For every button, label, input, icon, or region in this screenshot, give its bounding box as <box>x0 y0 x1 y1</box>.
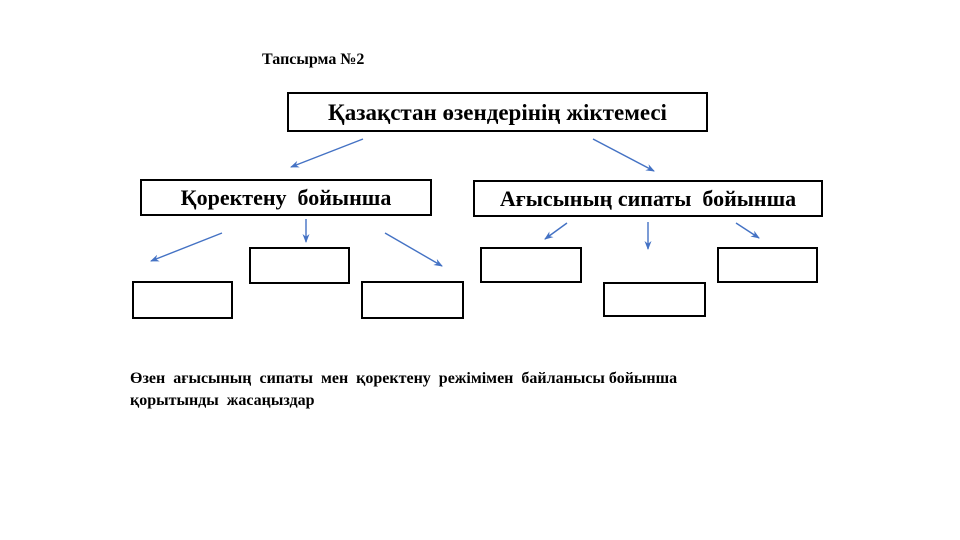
answer-box-feeding-1[interactable] <box>132 281 233 319</box>
node-branch-flow-character-label: Ағысының сипаты бойынша <box>499 185 797 211</box>
arrow-feeding-to-slot-1 <box>150 232 223 262</box>
instruction-line-1: Өзен ағысының сипаты мен қоректену режім… <box>130 370 678 387</box>
task-heading: Тапсырма №2 <box>262 51 365 68</box>
node-root-label: Қазақстан өзендерінің жіктемесі <box>328 99 667 125</box>
answer-box-flow-2[interactable] <box>603 282 706 317</box>
arrow-flow-to-slot-1 <box>544 222 568 240</box>
answer-box-feeding-2[interactable] <box>249 247 350 284</box>
arrow-flow-to-slot-3 <box>735 222 760 239</box>
instruction-line-2: қорытынды жасаңыздар <box>130 392 315 409</box>
answer-box-flow-1[interactable] <box>480 247 582 283</box>
node-branch-feeding-label: Қоректену бойынша <box>180 184 392 210</box>
node-branch-flow-character: Ағысының сипаты бойынша <box>473 180 823 217</box>
arrow-root-to-flow <box>592 138 655 172</box>
node-root: Қазақстан өзендерінің жіктемесі <box>287 92 708 132</box>
answer-box-feeding-3[interactable] <box>361 281 464 319</box>
arrow-feeding-to-slot-3 <box>384 232 443 267</box>
arrow-root-to-feeding <box>290 138 364 168</box>
node-branch-feeding: Қоректену бойынша <box>140 179 432 216</box>
answer-box-flow-3[interactable] <box>717 247 818 283</box>
instruction-text: Өзен ағысының сипаты мен қоректену режім… <box>130 368 810 412</box>
